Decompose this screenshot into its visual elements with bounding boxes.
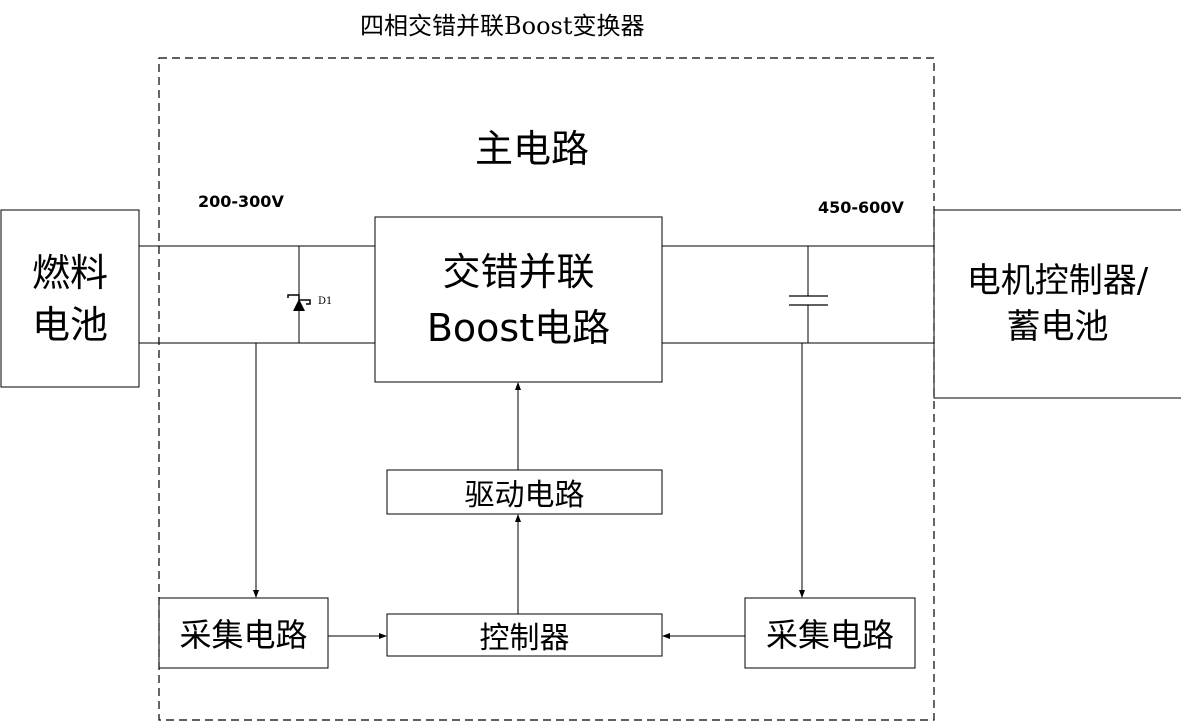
sampling-right-block: 采集电路 [765,616,894,654]
diode-icon [287,294,311,311]
sampling-left-box-border [158,597,329,669]
boost-line-1: 交错并联 [442,249,595,294]
wires [139,245,934,344]
fuel-cell-line-1: 燃料 [31,250,108,295]
controller-block: 控制器 [479,621,570,656]
sampling-left-block: 采集电路 [179,616,308,654]
main-circuit-label: 主电路 [475,127,590,171]
load-box-border [933,209,1181,399]
output-voltage-label: 450-600V [818,198,904,217]
diagram-title: 四相交错并联Boost变换器 [360,12,645,40]
diode-label: D1 [318,296,333,307]
load-line-1: 电机控制器/ [966,261,1149,301]
load-block: 电机控制器/ 蓄电池 [934,210,1181,398]
sampling-right-box-border [744,597,916,669]
boost-line-2: Boost电路 [426,305,611,350]
input-voltage-label: 200-300V [198,192,284,211]
boost-block: 交错并联 Boost电路 [375,217,662,382]
driver-box-border [386,469,663,515]
fuel-cell-line-2: 电池 [31,302,108,347]
capacitor-icon [789,295,828,306]
driver-block: 驱动电路 [464,478,585,513]
fuel-cell-box-border [0,209,140,388]
signal-arrows [253,343,805,639]
fuel-cell-block: 燃料 电池 [1,210,139,387]
load-line-2: 蓄电池 [1006,307,1109,347]
